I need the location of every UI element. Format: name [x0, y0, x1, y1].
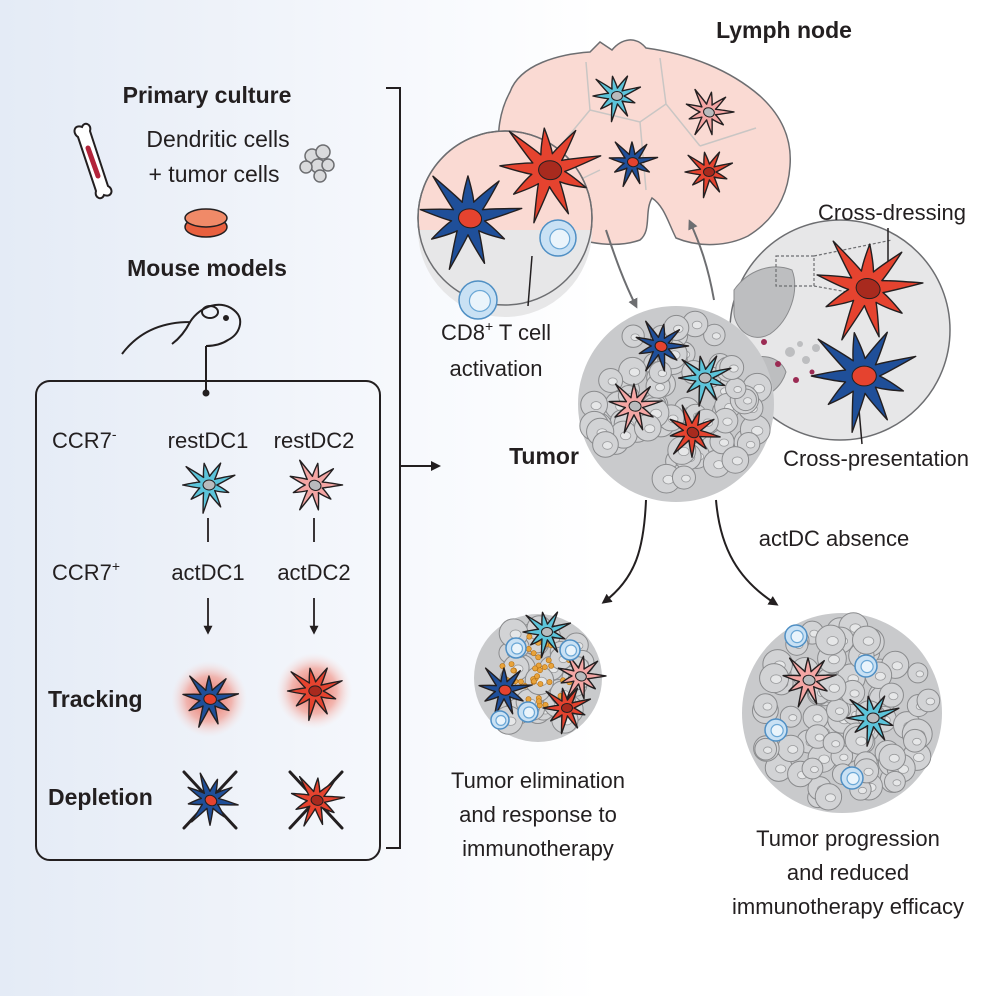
dendritic-cell-icon	[635, 320, 690, 372]
t-cell-icon	[764, 718, 788, 742]
dendritic-cell-icon	[810, 331, 917, 434]
act-dc1-label: actDC1	[171, 560, 244, 585]
left-panel: Primary culture Dendritic cells + tumor …	[35, 82, 381, 861]
progression-label-2: and reduced	[787, 860, 909, 885]
dendritic-cell-icon	[608, 141, 659, 188]
dendritic-cell-icon	[557, 652, 607, 700]
dendritic-cell-icon	[419, 175, 523, 271]
rest-dc2-label: restDC2	[274, 428, 355, 453]
cd8-activation-label-1: CD8+ T cell	[441, 318, 551, 345]
arrow-icon	[601, 499, 647, 604]
dendritic-cell-icon	[182, 462, 236, 514]
dendritic-cell-icon	[182, 675, 240, 728]
dendritic-cell-icon	[478, 667, 533, 718]
dendritic-cell-icon	[608, 383, 663, 434]
experimental-models-box	[35, 380, 381, 861]
progression-label-1: Tumor progression	[756, 826, 940, 851]
dendritic-cell-icon	[290, 775, 346, 827]
dendritic-cell-icon	[286, 667, 343, 722]
arrow-icon	[605, 229, 638, 309]
dendritic-cell-icon	[684, 151, 734, 199]
dendritic-cell-icon	[187, 772, 239, 826]
progression-label-3: immunotherapy efficacy	[732, 894, 964, 919]
dendritic-cell-icon	[542, 687, 592, 735]
t-cell-icon	[784, 624, 808, 648]
cross-dressing-label: Cross-dressing	[818, 200, 966, 225]
tumor-cells-icon	[299, 144, 335, 183]
dendritic-cell-icon	[846, 695, 900, 747]
t-cell-icon	[559, 639, 581, 661]
depletion-label: Depletion	[48, 784, 153, 810]
dendritic-cells-label: Dendritic cells	[146, 126, 289, 152]
t-cell-icon	[458, 280, 498, 320]
dendritic-cell-icon	[685, 88, 735, 136]
act-dc2-label: actDC2	[277, 560, 350, 585]
t-cell-icon	[490, 710, 510, 730]
t-cell-icon	[505, 637, 527, 659]
tumor-cells-label: + tumor cells	[148, 161, 279, 187]
mouse-icon	[121, 303, 242, 397]
dendritic-cell-icon	[522, 611, 572, 659]
t-cell-icon	[840, 766, 864, 790]
elimination-label-3: immunotherapy	[462, 836, 614, 861]
tumor-label: Tumor	[509, 443, 579, 469]
mouse-models-heading: Mouse models	[127, 255, 287, 281]
ccr7-negative-label: CCR7-	[52, 426, 117, 453]
tracking-label: Tracking	[48, 686, 143, 712]
rest-dc1-label: restDC1	[168, 428, 249, 453]
actdc-absence-label: actDC absence	[759, 526, 909, 551]
cross-presentation-label: Cross-presentation	[783, 446, 969, 471]
lymph-node-heading: Lymph node	[716, 17, 852, 43]
cd8-activation-label-2: activation	[450, 356, 543, 381]
dendritic-cell-icon	[499, 127, 602, 224]
arrow-icon	[688, 219, 715, 301]
dendritic-cell-icon	[289, 459, 344, 511]
dendritic-cell-icon	[816, 240, 924, 341]
t-cell-icon	[517, 701, 539, 723]
dendritic-cell-icon	[782, 657, 837, 708]
bone-icon	[73, 122, 113, 200]
t-cell-icon	[854, 654, 878, 678]
elimination-label-2: and response to	[459, 802, 617, 827]
ccr7-positive-label: CCR7+	[52, 558, 120, 585]
tumor-mass-icon	[578, 306, 774, 502]
elimination-label-1: Tumor elimination	[451, 768, 625, 793]
arrow-icon	[715, 499, 779, 606]
panel-bracket	[386, 87, 441, 849]
petri-dish-icon	[184, 208, 228, 238]
dendritic-cells	[182, 75, 924, 827]
t-cell-icon	[539, 219, 577, 257]
dendritic-cell-icon	[669, 404, 721, 458]
dendritic-cell-icon	[592, 75, 642, 123]
primary-culture-heading: Primary culture	[123, 82, 292, 108]
dendritic-cell-icon	[678, 355, 732, 407]
